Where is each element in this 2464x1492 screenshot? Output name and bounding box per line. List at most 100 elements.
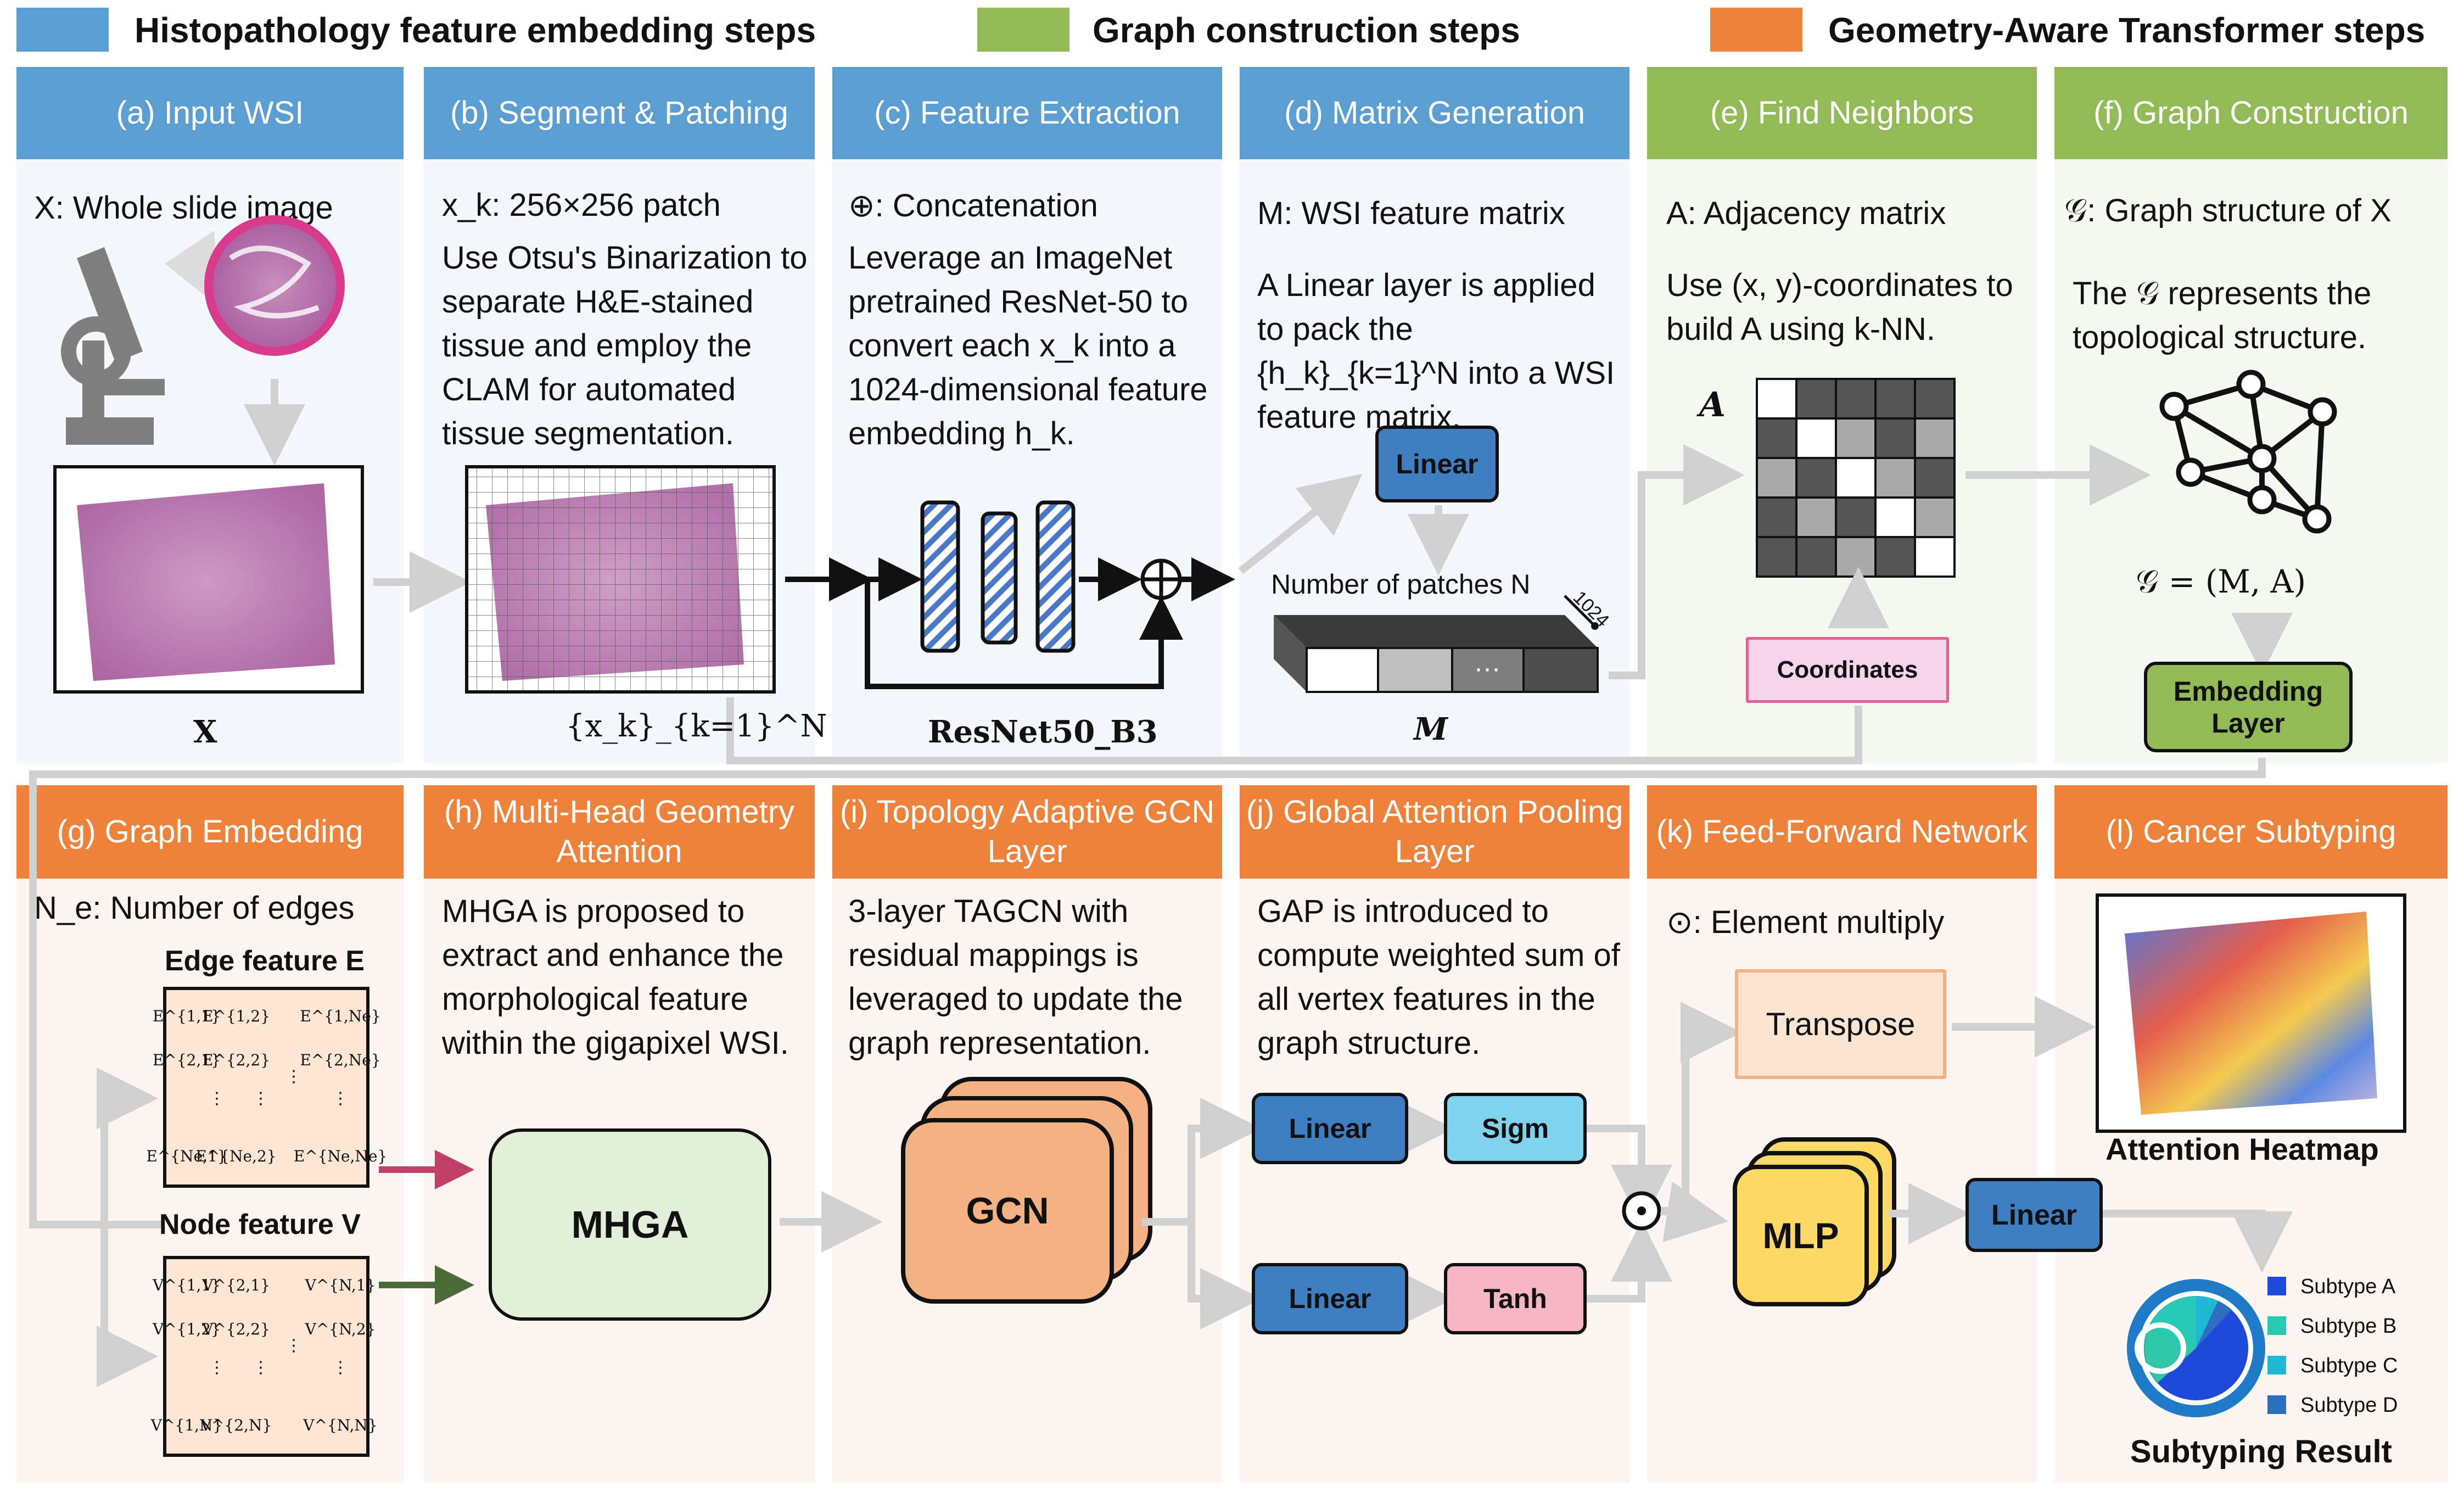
- adjacency-cell: [1835, 417, 1877, 459]
- text-c: Leverage an ImageNet pretrained ResNet-5…: [848, 240, 1208, 451]
- caption-c: ResNet50_B3: [928, 714, 1158, 750]
- resnet-block-3: [1035, 500, 1076, 653]
- feature-cell: E^{1,Ne}: [300, 1007, 380, 1025]
- legend-gat: Geometry-Aware Transformer steps: [1828, 10, 2426, 50]
- subtype-pie-chart: [2127, 1279, 2265, 1417]
- feature-cell: V^{2,N}: [200, 1416, 272, 1434]
- text-e: Use (x, y)-coordinates to build A using …: [1666, 267, 2013, 347]
- caption-d: M: [1414, 711, 1448, 747]
- adjacency-cell: [1835, 378, 1877, 420]
- feature-cell: V^{N,1}: [305, 1276, 376, 1294]
- feature-cell: E^{2,2}: [202, 1051, 270, 1069]
- col-bg-c: [832, 159, 1222, 763]
- adjacency-cell: [1835, 496, 1877, 538]
- embedding-layer-box: Embedding Layer: [2144, 662, 2353, 752]
- feature-matrix: [1274, 595, 1599, 693]
- legend-subtype-a: Subtype A: [2300, 1275, 2396, 1298]
- legend-swatch-d: [2267, 1395, 2286, 1414]
- feature-cell: V^{1,N}: [150, 1416, 223, 1434]
- feature-grid-frame: [163, 1256, 369, 1457]
- sigm-box: Sigm: [1444, 1093, 1587, 1164]
- legend-swatch-b: [2267, 1316, 2286, 1335]
- header-b: (b) Segment & Patching: [424, 67, 815, 159]
- adjacency-cell: [1756, 417, 1797, 459]
- adjacency-cell: [1756, 378, 1797, 420]
- feature-ellipsis: ⋮: [285, 1337, 302, 1355]
- feature-ellipsis: ⋮: [332, 1359, 349, 1377]
- legend-subtype-c: Subtype C: [2300, 1354, 2398, 1377]
- feature-cell: E^{1,1}: [153, 1007, 221, 1025]
- feature-ellipsis: ⋮: [332, 1089, 349, 1108]
- adjacency-cell: [1835, 457, 1877, 499]
- adjacency-cell: [1874, 417, 1916, 459]
- feature-ellipsis: ⋮: [253, 1359, 269, 1377]
- subtitle-f: 𝒢: Graph structure of X: [2064, 193, 2392, 228]
- text-h: MHGA is proposed to extract and enhance …: [442, 893, 789, 1061]
- legend-histo: Histopathology feature embedding steps: [135, 10, 816, 50]
- subtitle-d: M: WSI feature matrix: [1257, 195, 1565, 231]
- adjacency-cell: [1914, 378, 1956, 420]
- linear-box-j2: Linear: [1252, 1263, 1408, 1334]
- header-a: (a) Input WSI: [16, 67, 404, 159]
- coordinates-box: Coordinates: [1746, 637, 1949, 703]
- graph-formula: 𝒢 = (M, A): [2136, 563, 2306, 600]
- legend-subtype-b: Subtype B: [2300, 1315, 2397, 1338]
- heatmap-tissue: [2125, 912, 2377, 1115]
- gcn-label: GCN: [966, 1190, 1049, 1232]
- adjacency-cell: [1914, 457, 1956, 499]
- linear-box-k: Linear: [1965, 1178, 2103, 1252]
- feature-cell: E^{Ne,1}: [146, 1147, 227, 1165]
- edge-feature-grid: E^{1,1}E^{1,2}E^{1,Ne}E^{2,1}E^{2,2}E^{2…: [146, 987, 387, 1188]
- header-i: (i) Topology Adaptive GCN Layer: [832, 785, 1222, 879]
- text-j: GAP is introduced to compute weighted su…: [1257, 893, 1620, 1061]
- adjacency-cell: [1795, 417, 1837, 459]
- node-feature-label: Node feature V: [159, 1209, 361, 1240]
- feature-cell: E^{2,Ne}: [300, 1051, 380, 1069]
- result-caption: Subtyping Result: [2130, 1434, 2392, 1469]
- legend-swatch-graph: [977, 8, 1069, 52]
- feature-cell: V^{N,N}: [303, 1416, 377, 1434]
- header-d: (d) Matrix Generation: [1240, 67, 1629, 159]
- subtitle-c: ⊕: Concatenation: [848, 188, 1098, 223]
- node-feature-grid: V^{1,1}V^{2,1}V^{N,1}V^{1,2}V^{2,2}V^{N,…: [150, 1256, 378, 1457]
- text-d: A Linear layer is applied to pack the {h…: [1257, 267, 1615, 435]
- adjacency-cell: [1795, 536, 1837, 578]
- patches-label: Number of patches N: [1271, 569, 1531, 600]
- header-e: (e) Find Neighbors: [1647, 67, 2037, 159]
- adjacency-cell: [1874, 496, 1916, 538]
- resnet-block-2: [981, 511, 1018, 645]
- subtitle-g: N_e: Number of edges: [34, 890, 355, 926]
- header-g: (g) Graph Embedding: [16, 785, 404, 879]
- feature-cell: E^{1,2}: [202, 1007, 270, 1025]
- adjacency-cell: [1874, 378, 1916, 420]
- tanh-box: Tanh: [1444, 1263, 1587, 1334]
- mlp-front: [1733, 1165, 1869, 1306]
- feature-cell: E^{Ne,2}: [195, 1147, 276, 1165]
- legend-swatch-histo: [16, 8, 109, 52]
- col-bg-j: [1240, 879, 1629, 1483]
- tissue-zoom: [204, 215, 345, 356]
- adjacency-cell: [1874, 536, 1916, 578]
- text-b: Use Otsu's Binarization to separate H&E-…: [442, 240, 808, 451]
- text-f: The 𝒢 represents the topological structu…: [2073, 276, 2372, 355]
- header-l: (l) Cancer Subtyping: [2054, 785, 2448, 879]
- adjacency-cell: [1835, 536, 1877, 578]
- feature-ellipsis: ⋮: [209, 1089, 225, 1108]
- wsi-tissue: [77, 483, 335, 681]
- text-i: 3-layer TAGCN with residual mappings is …: [848, 893, 1183, 1061]
- heatmap-caption: Attention Heatmap: [2105, 1132, 2379, 1166]
- header-f: (f) Graph Construction: [2054, 67, 2448, 159]
- edge-feature-label: Edge feature E: [165, 945, 365, 977]
- feature-cell: V^{2,1}: [201, 1276, 270, 1294]
- legend-subtype-d: Subtype D: [2300, 1394, 2398, 1417]
- adjacency-cell: [1874, 457, 1916, 499]
- linear-box-j1: Linear: [1252, 1093, 1408, 1164]
- caption-a: X: [193, 714, 217, 750]
- feature-cell: V^{N,2}: [305, 1320, 376, 1338]
- feature-ellipsis: ⋮: [209, 1359, 225, 1377]
- mlp-label: MLP: [1762, 1215, 1839, 1256]
- legend-graph: Graph construction steps: [1093, 10, 1520, 50]
- adjacency-cell: [1914, 417, 1956, 459]
- concat-icon: [1140, 558, 1182, 600]
